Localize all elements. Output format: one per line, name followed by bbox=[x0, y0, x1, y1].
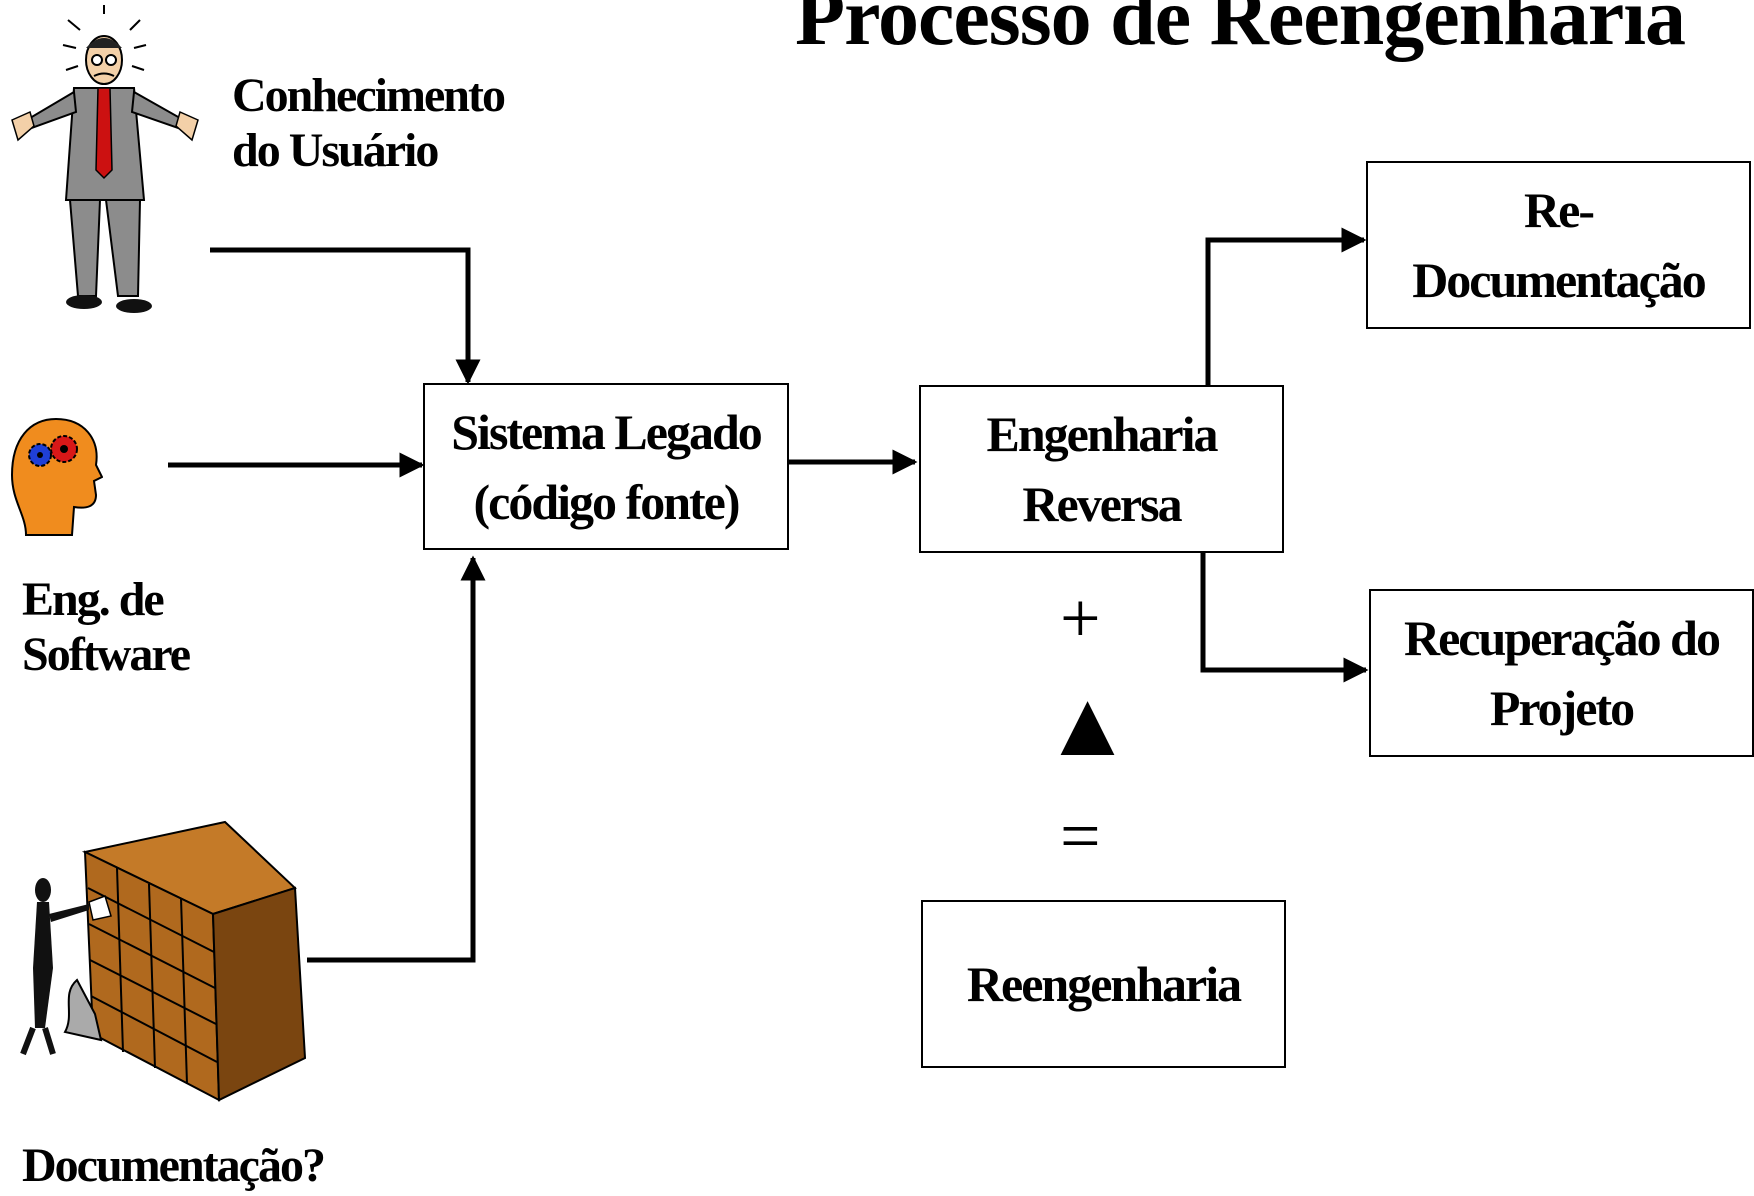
triangle-symbol: ▲ bbox=[1042, 673, 1134, 775]
software-eng-label-line1: Eng. de bbox=[22, 573, 165, 626]
confused-businessman-icon bbox=[11, 5, 199, 313]
user-knowledge-label-line1: Conhecimento bbox=[232, 69, 506, 122]
design-recovery-line1: Recuperação do bbox=[1404, 610, 1721, 666]
reverse-engineering-box: Engenharia Reversa bbox=[919, 385, 1284, 553]
design-recovery-box: Recuperação do Projeto bbox=[1369, 589, 1754, 757]
doc-to-legacy-arrow bbox=[307, 555, 486, 963]
reengineering-box: Reengenharia bbox=[921, 900, 1286, 1068]
equals-sign: = bbox=[1060, 796, 1101, 876]
redocumentation-line1: Re- bbox=[1524, 182, 1595, 238]
reverse-engineering-line1: Engenharia bbox=[986, 406, 1218, 462]
reverse-engineering-line2: Reversa bbox=[1022, 476, 1182, 532]
legacy-system-line1: Sistema Legado bbox=[451, 403, 762, 460]
documentation-label: Documentação? bbox=[22, 1139, 326, 1192]
user-knowledge-label: Conhecimento do Usuário bbox=[232, 68, 506, 178]
diagram-title: Processo de Reengenharia bbox=[795, 0, 1686, 62]
reverse-to-recovery-arrow bbox=[1200, 551, 1369, 683]
filing-shelf-icon bbox=[20, 820, 307, 1102]
legacy-system-box: Sistema Legado (código fonte) bbox=[423, 383, 789, 550]
reverse-to-redoc-arrow bbox=[1205, 227, 1367, 386]
design-recovery-line2: Projeto bbox=[1489, 680, 1635, 736]
legacy-system-line2: (código fonte) bbox=[473, 473, 741, 530]
software-eng-label: Eng. de Software bbox=[22, 572, 191, 682]
redocumentation-box: Re- Documentação bbox=[1366, 161, 1751, 329]
user-knowledge-label-line2: do Usuário bbox=[232, 124, 439, 178]
user-to-legacy-arrow bbox=[210, 247, 481, 385]
software-eng-label-line2: Software bbox=[22, 628, 191, 682]
redocumentation-line2: Documentação bbox=[1412, 252, 1707, 308]
plus-sign: + bbox=[1060, 578, 1101, 658]
head-gears-icon bbox=[10, 417, 103, 536]
